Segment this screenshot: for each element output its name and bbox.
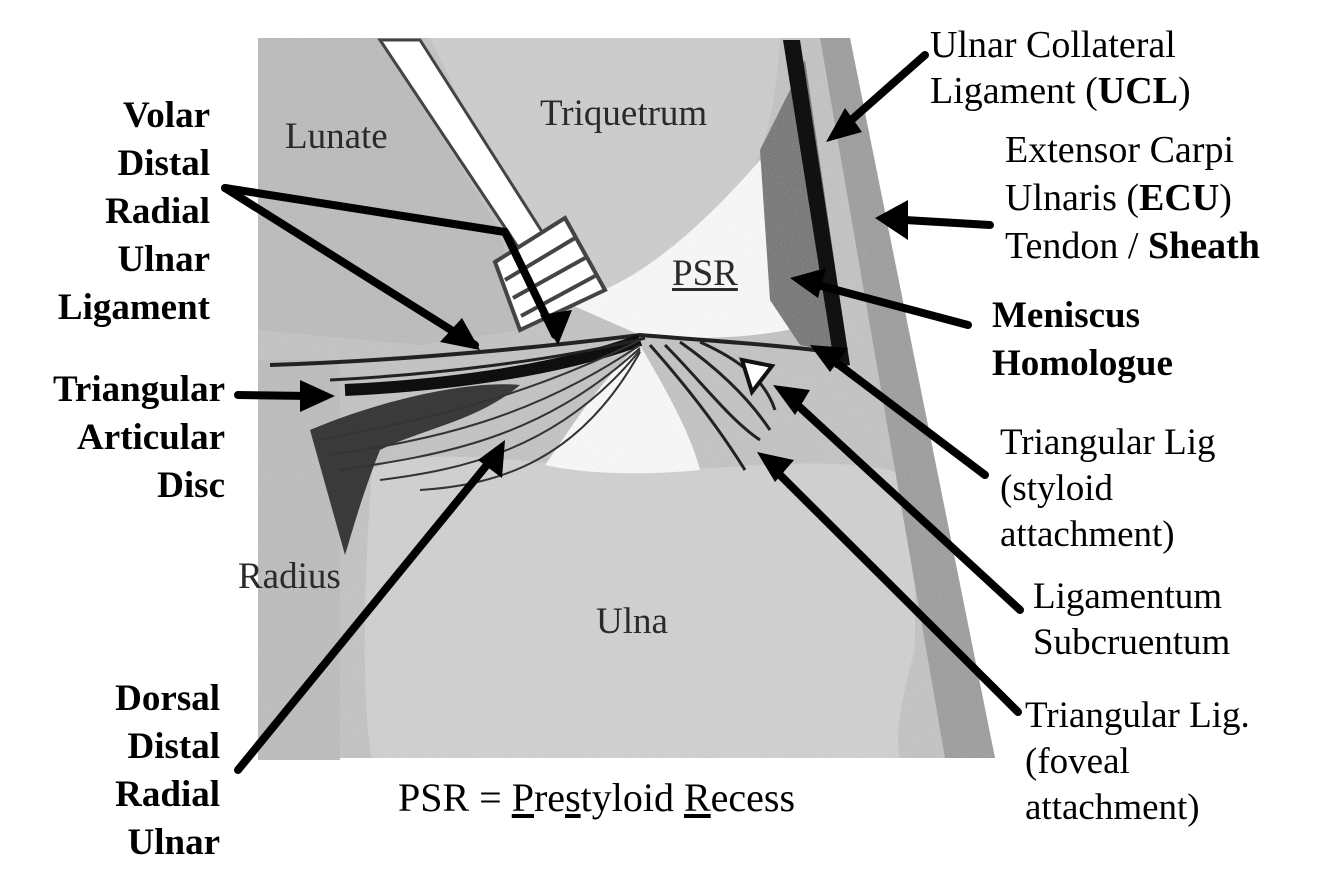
subcruentum-triangle bbox=[739, 357, 776, 397]
ecu-suffix: ) bbox=[1219, 177, 1232, 219]
triangular-disc-line: Triangular bbox=[53, 369, 225, 410]
ecu-line-1: Extensor Carpi bbox=[1005, 129, 1235, 171]
ecu-prefix: Ulnaris ( bbox=[1005, 177, 1140, 219]
legend-prefix: PSR = bbox=[398, 775, 512, 820]
tri-lig-foveal-line: attachment) bbox=[1025, 787, 1200, 828]
ucl-abbrev: UCL bbox=[1097, 70, 1179, 112]
legend-text: tyloid bbox=[580, 775, 684, 820]
legend-underlined-letter: P bbox=[511, 775, 534, 820]
tri-lig-styloid-line: Triangular Lig bbox=[1000, 422, 1216, 463]
ulna-bone bbox=[364, 456, 915, 758]
psr-label-text: PSR bbox=[672, 253, 738, 294]
triangular-disc-fibers bbox=[269, 332, 831, 396]
volar-drul-line: Volar bbox=[122, 95, 210, 136]
psr-label: PSR bbox=[672, 252, 738, 295]
ecu-label: Extensor Carpi Ulnaris (ECU) Tendon / Sh… bbox=[1005, 126, 1260, 270]
dorsal-drul-label: Dorsal Distal Radial Ulnar bbox=[115, 675, 220, 867]
volar-drul-label: Volar Distal Radial Ulnar Ligament bbox=[58, 92, 210, 332]
lunate-label: Lunate bbox=[285, 116, 388, 157]
tri-lig-styloid-line: attachment) bbox=[1000, 514, 1175, 555]
ucl-suffix: ) bbox=[1178, 70, 1191, 112]
tri-lig-styloid-line: (styloid bbox=[1000, 468, 1114, 509]
dorsal-drul-line: Dorsal bbox=[115, 678, 220, 719]
tri-lig-styloid-label: Triangular Lig (styloid attachment) bbox=[1000, 420, 1215, 558]
psr-legend: PSR = Prestyloid Recess bbox=[398, 778, 795, 818]
legend-text: ecess bbox=[710, 775, 796, 820]
meniscus-line: Homologue bbox=[992, 343, 1173, 384]
lunate-bone bbox=[258, 38, 520, 345]
legend-text: re bbox=[533, 775, 566, 820]
prestyloid-recess bbox=[560, 160, 830, 338]
triquetrum-label: Triquetrum bbox=[540, 93, 708, 134]
ecu-tendon bbox=[820, 38, 995, 758]
ecu-line-2: Ulnaris (ECU) bbox=[1005, 174, 1260, 222]
dorsal-drul-line: Radial bbox=[115, 774, 220, 815]
ecu-line-3: Tendon / Sheath bbox=[1005, 222, 1260, 270]
triangular-disc-line: Articular bbox=[77, 417, 225, 458]
dorsal-drul-line: Ulnar bbox=[127, 822, 221, 863]
ucl-label: Ulnar Collateral Ligament (UCL) bbox=[930, 22, 1191, 114]
volar-drul-line: Radial bbox=[105, 191, 210, 232]
tri-lig-foveal-label: Triangular Lig. (foveal attachment) bbox=[1025, 693, 1250, 831]
fovea-gap bbox=[545, 345, 700, 474]
dorsal-drul-line: Distal bbox=[127, 726, 221, 767]
ligament-striped-box bbox=[492, 215, 608, 333]
lig-subcruentum-line: Subcruentum bbox=[1033, 622, 1231, 663]
lig-subcruentum-label: Ligamentum Subcruentum bbox=[1033, 574, 1230, 666]
arrow-heads bbox=[300, 108, 908, 482]
disc-fiber-lines bbox=[319, 339, 641, 491]
tri-lig-foveal-line: (foveal bbox=[1025, 741, 1130, 782]
volar-drul-line: Ulnar bbox=[117, 239, 211, 280]
meniscus-line: Meniscus bbox=[992, 295, 1140, 336]
legend-underlined-letter: R bbox=[683, 775, 711, 820]
triangular-disc-label: Triangular Articular Disc bbox=[53, 366, 225, 510]
ecu-sheath-text: Sheath bbox=[1147, 225, 1260, 267]
tri-lig-foveal-line: Triangular Lig. bbox=[1025, 695, 1250, 736]
meniscus-label: Meniscus Homologue bbox=[992, 292, 1173, 388]
lig-subcruentum-line: Ligamentum bbox=[1033, 576, 1223, 617]
ecu-abbrev: ECU bbox=[1139, 177, 1220, 219]
ucl-line-1: Ulnar Collateral bbox=[930, 24, 1176, 66]
volar-drul-line: Ligament bbox=[57, 287, 210, 328]
pointer-arrows bbox=[221, 51, 1024, 774]
radius-label: Radius bbox=[238, 556, 341, 597]
ucl-prefix: Ligament ( bbox=[930, 70, 1098, 112]
triangular-disc-line: Disc bbox=[157, 465, 225, 506]
legend-underlined-letter: s bbox=[565, 775, 581, 820]
ucl-line-2: Ligament (UCL) bbox=[930, 68, 1191, 114]
triangular-disc bbox=[310, 384, 520, 555]
ulna-label: Ulna bbox=[596, 601, 668, 642]
volar-drul-line: Distal bbox=[117, 143, 211, 184]
ecu-tendon-text: Tendon / bbox=[1005, 225, 1148, 267]
